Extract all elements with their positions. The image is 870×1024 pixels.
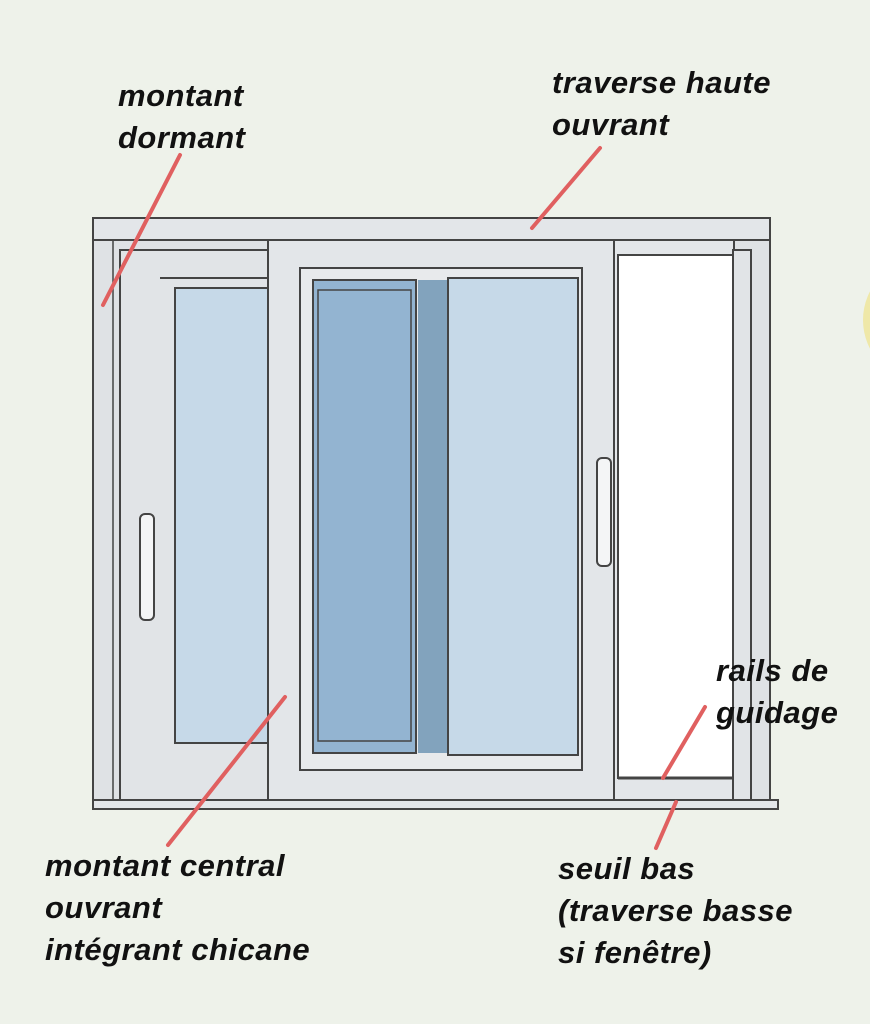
chicane — [418, 280, 448, 753]
label-line: montant central — [45, 848, 286, 883]
label-seuil-bas: seuil bas (traverse basse si fenêtre) — [558, 848, 793, 974]
label-line: traverse haute — [552, 65, 771, 100]
label-line: montant — [118, 78, 244, 113]
right-opening — [617, 254, 734, 779]
leader-lines — [101, 146, 707, 850]
leader-traverse-haute — [530, 146, 602, 230]
label-line: intégrant chicane — [45, 932, 311, 967]
leader-rails — [661, 705, 707, 780]
leader-seuil — [654, 800, 678, 850]
left-handle-icon[interactable] — [139, 513, 155, 621]
leader-montant-central — [166, 695, 287, 847]
label-line: ouvrant — [45, 890, 163, 925]
label-line: (traverse basse — [558, 893, 793, 928]
central-glass — [447, 277, 579, 756]
label-line: ouvrant — [552, 107, 670, 142]
left-glass — [174, 287, 271, 744]
label-line: si fenêtre) — [558, 935, 712, 970]
label-traverse-haute: traverse haute ouvrant — [552, 62, 771, 146]
label-line: rails de — [716, 653, 829, 688]
label-montant-central: montant central ouvrant intégrant chican… — [45, 845, 310, 971]
top-rail — [92, 217, 771, 241]
label-rails-guidage: rails de guidage — [716, 650, 838, 734]
label-line: seuil bas — [558, 851, 696, 886]
label-line: dormant — [118, 120, 246, 155]
label-montant-dormant: montant dormant — [118, 75, 246, 159]
label-line: guidage — [716, 695, 839, 730]
decorative-circle — [863, 291, 870, 349]
right-handle-icon[interactable] — [596, 457, 612, 567]
sliding-glass — [312, 279, 417, 754]
leader-montant-dormant — [101, 153, 182, 307]
